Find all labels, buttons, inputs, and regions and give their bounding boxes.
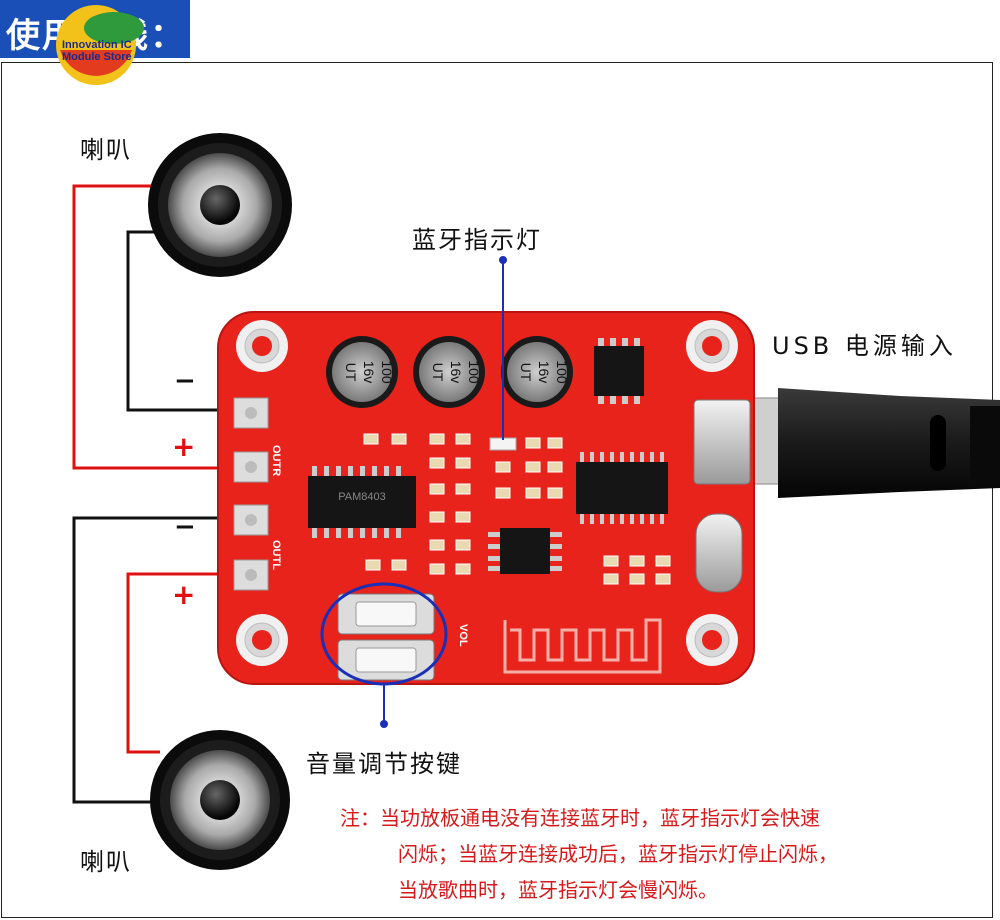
volume-buttons-label: 音量调节按键 bbox=[306, 750, 462, 778]
polarity-minus-bottom: − bbox=[174, 512, 198, 542]
mounting-hole-icon bbox=[236, 320, 738, 666]
amplifier-chip-icon: PAM8403 bbox=[308, 466, 416, 538]
crystal-oscillator-icon bbox=[695, 513, 743, 593]
capacitor-3-icon: 100 16v UT bbox=[501, 336, 573, 408]
speaker-bottom-label: 喇叭 bbox=[80, 848, 132, 876]
cap2-line1: 100 bbox=[466, 360, 482, 384]
bluetooth-chip-icon bbox=[576, 452, 668, 524]
logo-lower-icon bbox=[60, 50, 132, 76]
wire-top-positive bbox=[72, 184, 235, 470]
polarity-plus-bottom: + bbox=[172, 578, 198, 611]
speaker-top-label: 喇叭 bbox=[80, 136, 132, 164]
capacitor-2-icon: 100 16v UT bbox=[413, 336, 485, 408]
store-logo: Innovation IC Module Store bbox=[56, 5, 144, 85]
cap1-line2: 16v bbox=[361, 361, 377, 384]
logo-leaf-icon bbox=[84, 12, 144, 44]
pcb-antenna-icon bbox=[503, 618, 662, 674]
cap3-line3: UT bbox=[518, 363, 534, 382]
note-line-1: 注：当功放板通电没有连接蓝牙时，蓝牙指示灯会快速 bbox=[340, 806, 820, 830]
cap3-line1: 100 bbox=[554, 360, 570, 384]
polarity-minus-top: − bbox=[174, 366, 198, 396]
silk-outr: OUTR bbox=[270, 445, 282, 476]
diagram-frame bbox=[1, 62, 993, 918]
silk-outl: OUTL bbox=[270, 540, 282, 570]
usb-power-label: USB 电源输入 bbox=[772, 332, 957, 360]
volume-button-up[interactable] bbox=[337, 593, 435, 635]
chip-8pin-top-icon bbox=[594, 338, 644, 404]
wire-bottom-negative bbox=[72, 516, 235, 804]
chip-8pin-mid-icon bbox=[488, 528, 562, 574]
cap3-line2: 16v bbox=[536, 361, 552, 384]
note-line-2: 闪烁；当蓝牙连接成功后，蓝牙指示灯停止闪烁， bbox=[398, 842, 838, 866]
output-pads bbox=[233, 397, 269, 591]
wire-bottom-positive bbox=[126, 572, 235, 754]
note-line-3: 当放歌曲时，蓝牙指示灯会慢闪烁。 bbox=[398, 878, 718, 902]
silk-vol: VOL bbox=[457, 624, 469, 647]
chip-label: PAM8403 bbox=[338, 491, 386, 503]
logo-text-line2: Module Store bbox=[62, 51, 132, 63]
usage-note: 注：当功放板通电没有连接蓝牙时，蓝牙指示灯会快速 闪烁；当蓝牙连接成功后，蓝牙指… bbox=[340, 800, 838, 908]
smd-components bbox=[363, 433, 671, 585]
volume-pointer-dot bbox=[380, 720, 388, 728]
cap1-line1: 100 bbox=[379, 360, 395, 384]
amplifier-board: OUTR OUTL VOL 100 16v UT 100 16v UT 100 … bbox=[217, 311, 755, 685]
speaker-bottom-icon bbox=[150, 730, 290, 870]
bt-indicator-label: 蓝牙指示灯 bbox=[412, 226, 542, 254]
cap2-line3: UT bbox=[430, 363, 446, 382]
volume-button-down[interactable] bbox=[337, 639, 435, 681]
capacitor-1-icon: 100 16v UT bbox=[326, 336, 398, 408]
polarity-plus-top: + bbox=[172, 430, 198, 463]
logo-text-line1: Innovation IC bbox=[62, 39, 132, 51]
usb-cable-icon bbox=[744, 388, 1000, 498]
cap1-line3: UT bbox=[343, 363, 359, 382]
micro-usb-port-icon bbox=[693, 399, 751, 485]
wire-top-negative bbox=[126, 230, 235, 412]
bt-pointer-dot bbox=[499, 256, 507, 264]
speaker-top-icon bbox=[148, 133, 292, 277]
cap2-line2: 16v bbox=[448, 361, 464, 384]
